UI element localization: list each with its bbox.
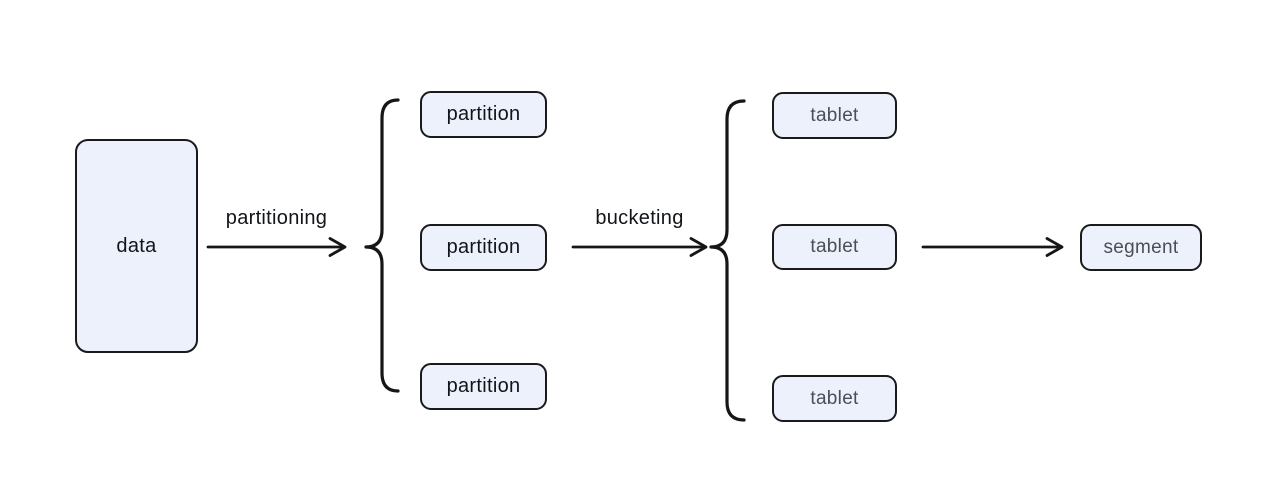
node-segment: segment [1080, 224, 1202, 271]
node-segment-label: segment [1103, 236, 1179, 258]
left-curly-brace-icon [364, 98, 400, 393]
tablet-segment-arrow [921, 237, 1064, 257]
node-tablet-middle: tablet [772, 224, 897, 270]
node-partition-bottom-label: partition [446, 375, 521, 397]
node-partition-bottom: partition [420, 363, 547, 410]
bucketing-arrow [571, 237, 708, 257]
node-tablet-bottom-label: tablet [810, 387, 859, 409]
node-partition-top-label: partition [446, 103, 521, 125]
node-data-label: data [116, 234, 157, 257]
partitioning-arrow-label: partitioning [225, 206, 328, 229]
node-partition-top: partition [420, 91, 547, 138]
node-tablet-bottom: tablet [772, 375, 897, 422]
node-tablet-middle-label: tablet [810, 236, 859, 257]
bucketing-arrow-label: bucketing [595, 206, 684, 229]
partitioning-arrow [206, 237, 347, 257]
node-partition-middle: partition [420, 224, 547, 271]
right-curly-brace-icon [709, 99, 746, 422]
node-partition-middle-label: partition [446, 236, 521, 258]
node-tablet-top: tablet [772, 92, 897, 139]
node-tablet-top-label: tablet [810, 104, 859, 126]
node-data: data [75, 139, 198, 353]
